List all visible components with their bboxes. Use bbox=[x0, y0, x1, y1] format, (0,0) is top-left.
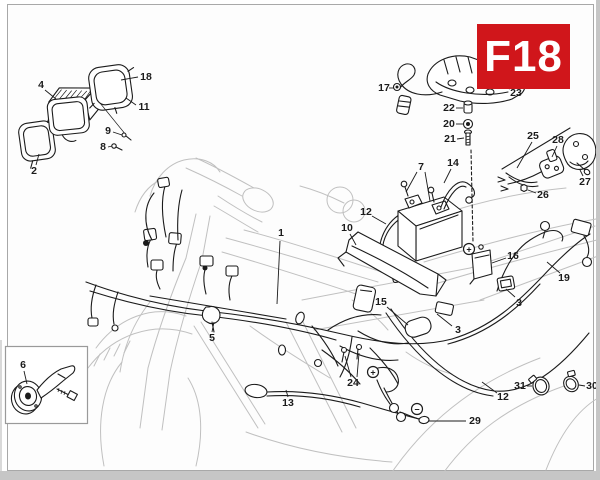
assembly-axis-dashed-line bbox=[470, 149, 474, 243]
leader-line-9 bbox=[112, 131, 123, 136]
hose-clamps bbox=[528, 369, 579, 396]
negative-terminal-symbol bbox=[410, 402, 424, 416]
positive-terminal-symbol bbox=[462, 242, 476, 256]
leader-line-26 bbox=[527, 189, 537, 194]
callout-20: 20 bbox=[443, 118, 455, 130]
callout-8: 8 bbox=[100, 141, 106, 153]
battery-group bbox=[337, 180, 493, 313]
callout-31: 31 bbox=[514, 380, 526, 392]
callout-12: 12 bbox=[360, 206, 372, 218]
callout-16: 16 bbox=[507, 250, 519, 262]
leader-line-7 bbox=[424, 171, 431, 202]
page-shadow-right bbox=[596, 0, 600, 480]
callout-17: 17 bbox=[378, 82, 390, 94]
leader-line-13 bbox=[285, 389, 289, 398]
leader-line-16 bbox=[491, 257, 507, 264]
horn-inset bbox=[4, 345, 89, 425]
callout-15: 15 bbox=[375, 296, 387, 308]
callout-3: 3 bbox=[516, 297, 522, 309]
leader-line-11 bbox=[125, 97, 137, 106]
callout-5: 5 bbox=[209, 332, 215, 344]
leader-line-24 bbox=[356, 352, 360, 378]
leader-line-8 bbox=[107, 145, 113, 148]
callout-21: 21 bbox=[444, 133, 456, 145]
leader-line-28 bbox=[551, 145, 558, 158]
svg-text:+: + bbox=[370, 368, 375, 378]
leader-line-4 bbox=[44, 89, 57, 100]
leader-line-27 bbox=[579, 169, 584, 177]
callout-4: 4 bbox=[38, 79, 44, 91]
callout-6: 6 bbox=[20, 359, 26, 371]
horn bbox=[10, 365, 78, 415]
callout-9: 9 bbox=[105, 125, 111, 137]
leader-line-21 bbox=[456, 137, 465, 140]
callout-25: 25 bbox=[527, 130, 539, 142]
leader-line-2 bbox=[35, 153, 40, 166]
callout-13: 13 bbox=[282, 397, 294, 409]
flasher-relay bbox=[352, 284, 377, 313]
horn-bolt bbox=[56, 388, 70, 396]
callout-11: 11 bbox=[138, 101, 149, 113]
cable-25 bbox=[501, 127, 571, 170]
positive-terminal-symbol bbox=[366, 365, 380, 379]
battery-cable-14 bbox=[440, 181, 476, 208]
leader-line-30 bbox=[578, 384, 586, 387]
callout-30: 30 bbox=[586, 380, 598, 392]
leader-line-1 bbox=[276, 240, 281, 305]
leader-line-12 bbox=[371, 215, 387, 225]
callout-26: 26 bbox=[537, 189, 549, 201]
callout-22: 22 bbox=[443, 102, 455, 114]
leader-line-3 bbox=[436, 313, 453, 327]
leader-line-7 bbox=[405, 171, 418, 193]
leader-line-25 bbox=[516, 141, 533, 169]
callout-2: 2 bbox=[31, 165, 37, 177]
leader-line-18 bbox=[120, 76, 139, 81]
callout-12: 12 bbox=[497, 391, 509, 403]
tail-light-bulb-and-screw bbox=[462, 100, 474, 243]
callout-1: 1 bbox=[278, 227, 284, 239]
motorcycle-frame-ghost bbox=[87, 157, 599, 479]
callout-7: 7 bbox=[418, 161, 424, 173]
headlight-bezel bbox=[88, 64, 135, 114]
callout-28: 28 bbox=[552, 134, 564, 146]
leader-line-19 bbox=[546, 261, 561, 274]
leader-line-14 bbox=[443, 168, 452, 184]
callout-24: 24 bbox=[347, 377, 359, 389]
leader-line-5 bbox=[211, 321, 215, 333]
svg-text:−: − bbox=[414, 405, 419, 415]
page-shadow-left bbox=[0, 340, 2, 471]
starter-relay bbox=[471, 249, 493, 280]
leader-line-10 bbox=[349, 233, 357, 246]
ignition-switch-group bbox=[497, 127, 597, 193]
callout-18: 18 bbox=[140, 71, 152, 83]
leader-line-15 bbox=[386, 306, 409, 326]
leader-line-24 bbox=[344, 355, 352, 378]
callout-3: 3 bbox=[455, 324, 461, 336]
callout-23: 23 bbox=[510, 87, 522, 99]
leader-line-3 bbox=[505, 288, 516, 298]
polarity-symbols: + + − bbox=[366, 242, 476, 416]
leader-line-6 bbox=[23, 370, 28, 385]
leader-line-12 bbox=[481, 381, 498, 394]
callout-19: 19 bbox=[558, 272, 570, 284]
page-shadow-bottom bbox=[0, 471, 600, 480]
callout-14: 14 bbox=[447, 157, 459, 169]
horn-bracket bbox=[36, 365, 76, 399]
figure-code: F18 bbox=[484, 31, 563, 81]
callout-10: 10 bbox=[341, 222, 353, 234]
figure-code-badge: F18 bbox=[477, 24, 570, 89]
callout-27: 27 bbox=[579, 176, 591, 188]
callout-29: 29 bbox=[469, 415, 481, 427]
svg-text:+: + bbox=[466, 245, 471, 255]
